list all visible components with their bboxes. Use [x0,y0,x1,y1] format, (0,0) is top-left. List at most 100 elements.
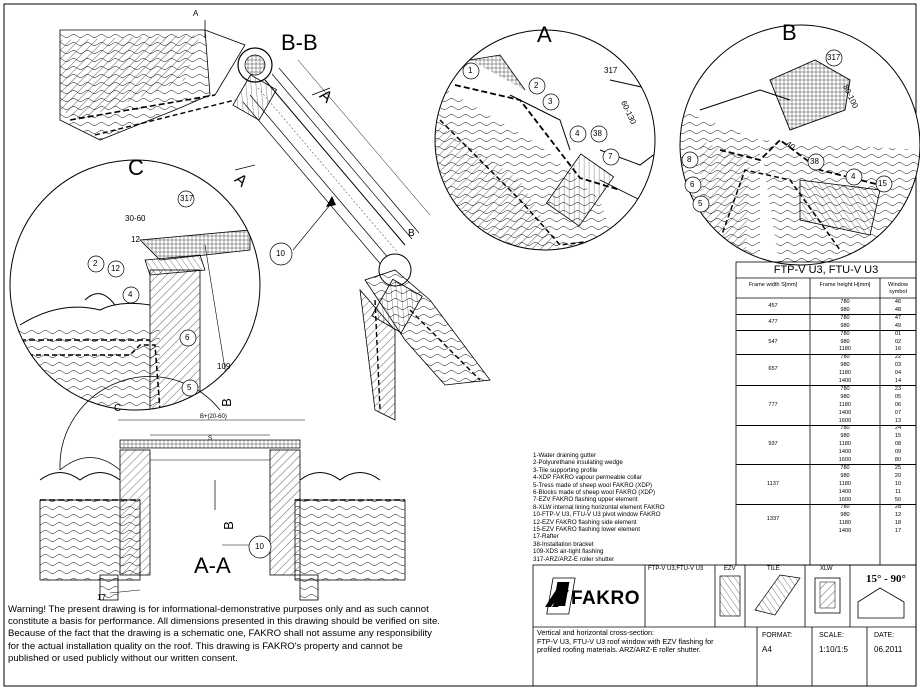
table-cell-symbol: 03 [894,362,902,369]
table-cell-height: 1400 [838,488,852,495]
roof-pitch-icon [857,587,905,619]
cut-label-c-aa: C [114,403,122,414]
callout-b-8: 8 [687,155,692,164]
bb-title: B-B [281,30,318,55]
table-cell-height: 1180 [838,401,852,408]
roof-angle: 15° - 90° [866,573,906,585]
legend-item: 38-Installation bracket [533,540,594,548]
table-group-divider [736,464,916,466]
table-cell-symbol: 25 [894,464,902,471]
table-cell-width: 937 [768,441,778,448]
callout-a-317: 317 [604,66,618,75]
table-cell-height: 780 [840,385,850,392]
table-cell-symbol: 20 [894,472,902,479]
cut-label-b-mid: B [218,398,234,407]
title-block-frame [532,261,917,687]
table-cell-height: 1600 [838,457,852,463]
callout-c-4: 4 [128,290,133,299]
callout-c-2: 2 [93,259,98,268]
table-cell-symbol: 16 [894,346,902,353]
table-cell-height: 1180 [838,441,852,448]
scale-value: 1:10/1:5 [819,645,848,654]
format-value: A4 [762,645,772,654]
cut-label-a-top: A [193,9,199,18]
callout-markers [87,49,893,397]
fakro-logo: FAKRO [571,588,640,609]
table-cell-width: 457 [768,302,778,309]
legend-item: 8-XLW internal lining horizontal element… [533,503,665,511]
table-cell-symbol: 15 [894,433,902,440]
legend-item: 12-EZV FAKRO flashing side element [533,518,637,526]
callout-b-38: 38 [810,157,819,166]
section-bb [59,20,491,421]
lining-icon [814,577,841,614]
callout-a-1: 1 [468,66,473,75]
warning-line: constitute a basis for performance. All … [8,616,440,628]
legend-item: 15-EZV FAKRO flashing lower element [533,526,640,534]
callout-a-2: 2 [534,81,539,90]
callout-c-317: 317 [180,194,194,203]
table-cell-height: 780 [840,299,850,305]
table-cell-symbol: 47 [894,314,902,321]
table-cell-symbol: 46 [894,299,902,305]
legend-item: 7-EZV FAKRO flashing upper element [533,496,638,504]
description-line: FTP-V U3, FTU-V U3 roof window with EZV … [537,636,714,646]
table-cell-height: 980 [840,433,850,440]
flashing-icon [719,575,741,617]
window-size-table: FTP-V U3, FTU-V U3 Frame width S[mm] Fra… [736,262,916,565]
callout-c-12-top: 12 [131,235,140,244]
callout-b-5: 5 [698,199,703,208]
table-cell-symbol: 50 [894,496,902,503]
table-cell-height: 780 [840,464,850,471]
table-cell-symbol: 17 [894,528,902,535]
legend-item: 2-Polyurethane insulating wedge [533,459,623,467]
table-cell-symbol: 08 [894,441,902,448]
callout-aa-10: 10 [255,542,264,551]
callout-a-3: 3 [548,97,553,106]
legend: 1-Water draining gutter 2-Polyurethane i… [533,452,665,563]
table-cell-width: 657 [768,366,778,373]
date-label: DATE: [874,632,895,639]
table-cell-height: 780 [840,354,850,361]
callout-c-5: 5 [187,383,192,392]
legend-item: 109-XDS air-tight flashing [533,548,604,556]
table-cell-height: 980 [840,306,850,313]
table-cell-symbol: 48 [894,306,902,313]
detail-b [679,24,920,266]
title-col-window: FTP-V U3,FTU-V U3 [648,566,704,572]
legend-item: 17-Rafter [533,533,559,541]
scale-label: SCALE: [819,632,844,639]
dim-aa-s: S [208,436,213,442]
warning-line: for the actual installation quality on t… [8,640,403,652]
table-cell-width: 1337 [766,516,780,523]
legend-item: 1-Water draining gutter [533,452,597,459]
table-cell-height: 1180 [838,346,852,353]
table-cell-height: 780 [840,314,850,321]
callout-c-12: 12 [111,264,120,273]
table-cell-symbol: 01 [894,330,902,337]
table-group-divider [736,353,916,355]
description-line: profiled roofing materials. ARZ/ARZ-E ro… [537,645,701,655]
format-label: FORMAT: [762,632,793,639]
callout-a-38: 38 [593,129,602,138]
legend-item: 4-XDP FAKRO vapour permeable collar [533,474,642,482]
table-cell-width: 777 [768,401,778,408]
table-cell-symbol: 06 [894,401,902,408]
callout-bb-10: 10 [276,249,285,258]
fakro-logo-mark [545,590,569,607]
table-header-height: Frame height H[mm] [819,282,871,288]
table-cell-height: 1180 [838,370,852,377]
table-cell-symbol: 11 [895,488,901,495]
cut-label-b-aa: B [220,521,236,530]
table-cell-height: 1600 [838,417,852,424]
table-cell-width: 477 [768,318,778,325]
table-header-width: Frame width S[mm] [748,282,798,288]
table-cell-symbol: 14 [894,378,902,384]
callout-a-4: 4 [575,129,580,138]
title-col-lining: XLW [820,566,833,572]
table-group-divider [736,330,916,332]
table-cell-width: 1137 [766,480,780,487]
callout-c-6: 6 [185,333,190,342]
table-cell-height: 1180 [838,480,852,487]
table-cell-symbol: 13 [894,417,902,424]
